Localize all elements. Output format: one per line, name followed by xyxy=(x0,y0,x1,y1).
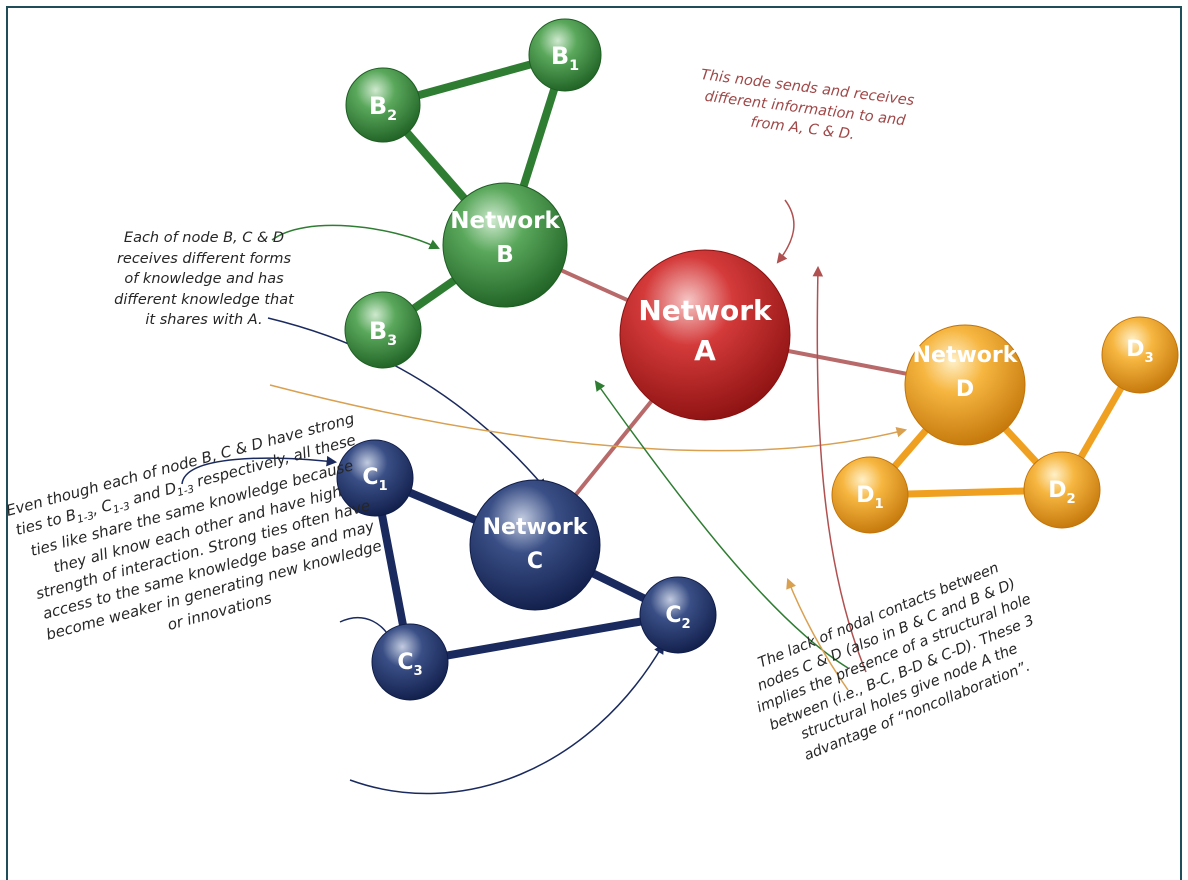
node-c3: C3 xyxy=(371,623,449,701)
arrow-note-b-to-network-c xyxy=(267,317,547,490)
svg-text:C1: C1 xyxy=(362,465,387,494)
svg-text:Network: Network xyxy=(913,343,1019,368)
node-b2: B2 xyxy=(345,67,421,143)
svg-text:B2: B2 xyxy=(369,92,397,124)
arrow-note-a-to-network-a xyxy=(776,199,795,264)
node-network-c: Network C xyxy=(469,479,601,611)
svg-text:C2: C2 xyxy=(665,603,690,632)
arrow-hole-to-network-a-red xyxy=(812,265,867,673)
svg-text:Network: Network xyxy=(450,208,560,234)
svg-text:Network: Network xyxy=(638,294,773,327)
svg-text:C: C xyxy=(527,549,543,574)
arrow-note-b-to-network-b xyxy=(271,224,440,250)
diagram-frame xyxy=(6,6,1182,880)
node-network-a: Network A xyxy=(619,249,791,421)
svg-text:D2: D2 xyxy=(1048,478,1075,507)
svg-text:B3: B3 xyxy=(369,317,397,349)
arrow-hole-to-network-d-orange xyxy=(786,578,849,691)
svg-text:D: D xyxy=(956,377,974,402)
svg-text:C3: C3 xyxy=(397,650,422,679)
node-d2: D2 xyxy=(1023,451,1101,529)
node-b1: B1 xyxy=(528,18,602,92)
node-b3: B3 xyxy=(344,291,422,369)
svg-text:D3: D3 xyxy=(1126,337,1153,366)
arrow-note-c-to-c1 xyxy=(181,455,338,485)
node-network-d: Network D xyxy=(904,324,1026,446)
svg-text:D1: D1 xyxy=(856,483,883,512)
node-c2: C2 xyxy=(639,576,717,654)
node-c1: C1 xyxy=(336,439,414,517)
bcd-knowledge-note: Each of node B, C & D receives different… xyxy=(114,230,294,329)
svg-text:Network: Network xyxy=(483,515,589,540)
svg-text:B1: B1 xyxy=(551,42,579,74)
svg-text:B: B xyxy=(496,242,514,268)
arrow-hole-to-network-a-green xyxy=(594,380,849,669)
arrow-note-c-to-c2 xyxy=(349,643,665,795)
svg-text:A: A xyxy=(694,334,716,367)
edge-c3-c2 xyxy=(409,611,679,666)
node-d1: D1 xyxy=(831,456,909,534)
arrow-note-b-to-network-d xyxy=(269,384,908,452)
node-network-b: Network B xyxy=(442,182,568,308)
node-d3: D3 xyxy=(1101,316,1179,394)
